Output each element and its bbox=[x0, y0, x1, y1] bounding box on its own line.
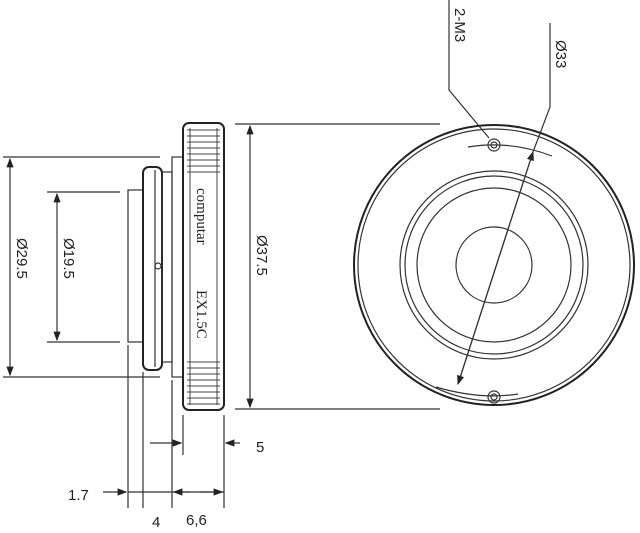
dim-inner-diameter: Ø19.5 bbox=[47, 191, 120, 343]
model-label: EX1.5C bbox=[193, 290, 209, 339]
svg-text:Ø19.5: Ø19.5 bbox=[60, 238, 77, 279]
front-view: 2-M3 Ø33 bbox=[353, 0, 635, 406]
dim-ring-width: 5 bbox=[150, 415, 264, 456]
screw-hole-bottom bbox=[487, 390, 501, 404]
rear-mount bbox=[127, 189, 144, 343]
dim-outer-diameter: Ø37.5 bbox=[235, 123, 440, 410]
brand-label: computar bbox=[193, 188, 209, 245]
svg-text:4: 4 bbox=[152, 514, 160, 531]
svg-text:Ø37.5: Ø37.5 bbox=[253, 235, 270, 276]
bolt-circle-label: Ø33 bbox=[552, 40, 569, 68]
svg-text:5: 5 bbox=[256, 439, 264, 456]
screws-label: 2-M3 bbox=[451, 8, 468, 42]
body bbox=[171, 156, 184, 378]
svg-text:6,6: 6,6 bbox=[186, 512, 207, 529]
dim-offsets: 1.7 4 6,6 bbox=[68, 345, 225, 531]
outer-ring bbox=[353, 124, 635, 406]
dim-flange-diameter: Ø29.5 bbox=[3, 156, 160, 378]
side-view: computar EX1.5C bbox=[127, 122, 225, 411]
set-screw bbox=[154, 262, 162, 270]
svg-text:Ø29.5: Ø29.5 bbox=[13, 238, 30, 279]
aperture bbox=[455, 226, 533, 304]
svg-text:1.7: 1.7 bbox=[68, 487, 89, 504]
knurled-ring bbox=[182, 122, 225, 411]
